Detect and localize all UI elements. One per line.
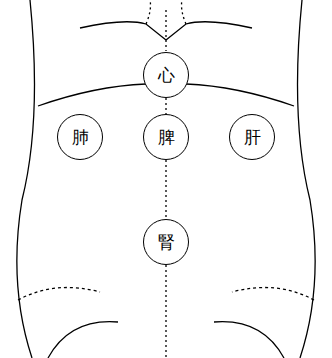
organ-circle: 肝 [229,114,275,160]
organ-label: 心 [158,67,175,84]
organ-label: 腎 [158,234,175,251]
organ-circle: 心 [143,52,189,98]
organ-label: 肝 [244,129,261,146]
dotted-connector [165,98,166,114]
organ-label: 肺 [72,129,89,146]
organ-circle: 肺 [57,114,103,160]
organ-circle: 脾 [143,114,189,160]
organ-circle: 腎 [143,219,189,265]
organ-label: 脾 [158,129,175,146]
dotted-connector [165,160,166,219]
